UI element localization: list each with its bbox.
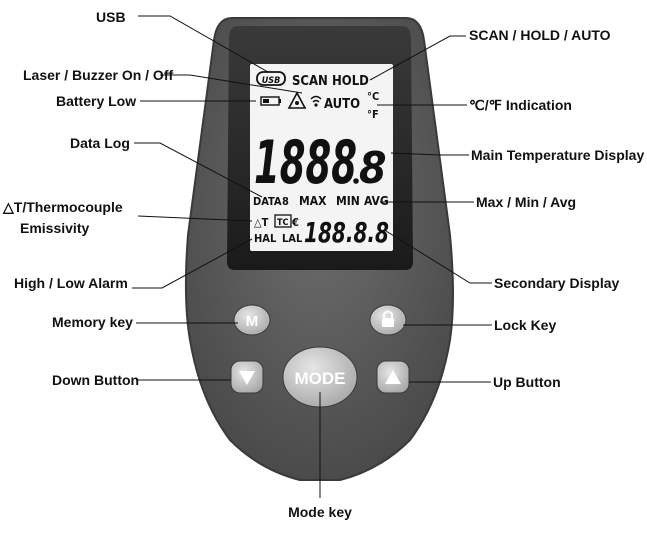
callout-c-f-indication: ℃/℉ Indication	[469, 97, 572, 113]
callout-high-low-alarm: High / Low Alarm	[14, 275, 128, 291]
callout-down-button: Down Button	[52, 372, 139, 388]
lcd-delta-t: △T	[254, 216, 269, 229]
lcd-hal: HAL	[254, 232, 277, 245]
callout-mode-key: Mode key	[288, 504, 352, 520]
lcd-data-digit: 8	[282, 195, 289, 208]
buzzer-icon	[310, 95, 322, 107]
lcd-scan: SCAN	[292, 74, 328, 89]
callout-max-min-avg: Max / Min / Avg	[476, 194, 576, 210]
lcd-main-decimal-digit: 8	[359, 143, 387, 194]
lcd-data: DATA	[253, 195, 282, 208]
lcd-auto: AUTO	[324, 97, 360, 112]
lcd-min: MIN	[336, 194, 360, 208]
callout-battery-low: Battery Low	[56, 93, 136, 109]
lcd-deg-f: °F	[367, 108, 379, 121]
up-button[interactable]	[376, 360, 410, 394]
memory-button-label: M	[246, 313, 259, 330]
callout-main-temperature-display: Main Temperature Display	[471, 147, 644, 163]
lock-button[interactable]	[369, 304, 407, 336]
lcd-max: MAX	[299, 194, 327, 208]
lcd-panel	[250, 64, 393, 251]
mode-button-label: MODE	[295, 369, 346, 388]
down-arrow-icon	[239, 371, 255, 385]
lock-icon	[382, 310, 394, 327]
memory-button[interactable]: M	[233, 304, 271, 336]
laser-icon	[287, 91, 307, 109]
callout-lock-key: Lock Key	[494, 317, 556, 333]
callout-up-button: Up Button	[493, 374, 561, 390]
lcd-hold: HOLD	[332, 74, 369, 89]
callout-thermocouple-line1: △T/Thermocouple	[2, 199, 123, 215]
mode-button[interactable]: MODE	[282, 346, 358, 408]
lcd-tc: TC	[277, 218, 289, 228]
up-arrow-icon	[385, 370, 401, 384]
callout-usb: USB	[96, 9, 126, 25]
down-button[interactable]	[230, 360, 264, 394]
usb-icon: USB	[256, 71, 286, 86]
callout-laser-buzzer: Laser / Buzzer On / Off	[23, 67, 173, 83]
lcd-deg-c: °C	[367, 90, 379, 103]
callout-secondary-display: Secondary Display	[494, 275, 619, 291]
lcd-tc-box	[274, 214, 292, 228]
battery-icon	[260, 96, 281, 106]
callout-memory-key: Memory key	[52, 314, 133, 330]
leader-lines	[132, 15, 492, 498]
lcd-lal: LAL	[282, 232, 303, 245]
callout-data-log: Data Log	[70, 135, 130, 151]
lcd-secondary-digits: 188.8.8	[304, 216, 389, 249]
lcd-main-decimal-point	[353, 178, 359, 184]
callout-thermocouple-line2: Emissivity	[20, 220, 89, 236]
lcd-epsilon: €	[291, 216, 299, 229]
lcd-usb-text: USB	[262, 76, 281, 86]
lcd-avg: AVG	[364, 194, 389, 208]
lcd-main-digits: 1888	[254, 128, 357, 198]
callout-scan-hold-auto: SCAN / HOLD / AUTO	[469, 27, 611, 43]
